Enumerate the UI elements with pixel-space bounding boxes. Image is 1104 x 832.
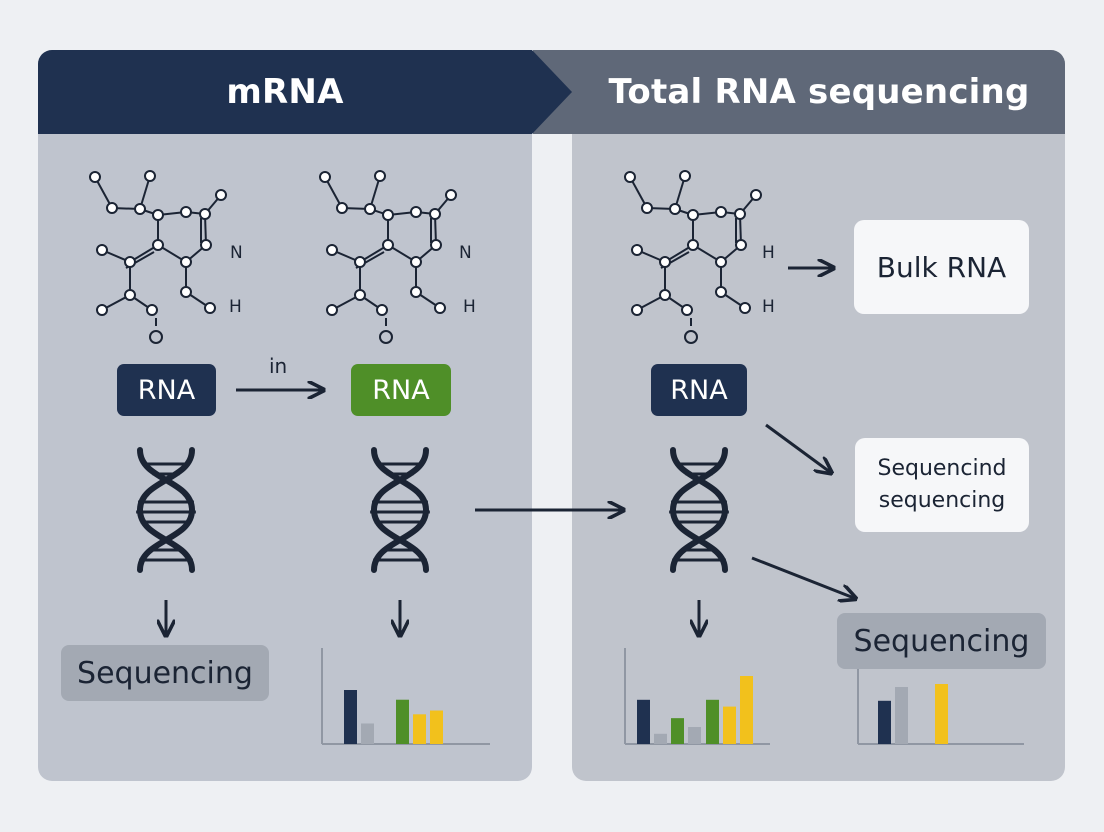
- bar-chart-left: [321, 648, 490, 745]
- chart-bar: [935, 684, 948, 744]
- rna-pill-label: RNA: [137, 374, 196, 406]
- molecule-structure-left: NH: [89, 170, 243, 344]
- bulk-rna-label: Bulk RNA: [876, 250, 1007, 284]
- atom-label: N: [459, 243, 472, 263]
- atom-label: H: [762, 297, 775, 317]
- chart-bar: [895, 687, 908, 744]
- bulk-rna-box: Bulk RNA: [854, 220, 1029, 314]
- header-chevron: [532, 50, 572, 134]
- bar-chart-right: [857, 666, 1024, 745]
- left-header-title: mRNA: [226, 72, 344, 112]
- dna-helix-icon: [669, 447, 729, 573]
- rna-pill-green: RNA: [351, 364, 451, 416]
- sequencing-box: Sequencind sequencing: [855, 438, 1029, 532]
- chart-bar: [688, 727, 701, 744]
- dna-helix-icon: [370, 447, 430, 573]
- sequencing-tag: Sequencing: [61, 645, 269, 701]
- sequencing-box-line-1: Sequencind: [877, 456, 1007, 481]
- chart-bar: [637, 699, 650, 744]
- chart-bar: [430, 710, 443, 744]
- chart-bar: [654, 733, 667, 744]
- chart-bar: [413, 714, 426, 744]
- atom-label: N: [230, 243, 243, 263]
- atom-label: H: [762, 243, 775, 263]
- chart-bar: [396, 699, 409, 744]
- bar-chart-middle: [624, 648, 770, 745]
- chart-bar: [723, 706, 736, 744]
- right-header-title: Total RNA sequencing: [608, 72, 1030, 112]
- sequencing-tag-label: Sequencing: [853, 623, 1030, 659]
- rna-pill-label: RNA: [670, 374, 728, 406]
- dna-helix-icon: [136, 447, 196, 573]
- chart-bar: [671, 718, 684, 744]
- chart-bar: [740, 676, 753, 744]
- sequencing-tag: Sequencing: [837, 613, 1046, 669]
- left-header: mRNA: [38, 50, 532, 134]
- molecule-structure-middle: NH: [319, 170, 476, 344]
- atom-label: H: [229, 297, 242, 317]
- diagonal-arrow-icon: [765, 423, 830, 472]
- sequencing-tag-label: Sequencing: [77, 655, 253, 691]
- right-header: Total RNA sequencing: [533, 50, 1065, 134]
- chart-bar: [361, 723, 374, 744]
- atom-label: H: [463, 297, 476, 317]
- sequencing-box-line-2: sequencing: [878, 488, 1006, 513]
- rna-pill: RNA: [651, 364, 747, 416]
- rna-pill: RNA: [117, 364, 216, 416]
- chart-bar: [344, 690, 357, 744]
- molecule-structure-right: HH: [624, 170, 775, 344]
- rna-pill-label: RNA: [372, 374, 430, 406]
- arrow-label: in: [269, 354, 288, 378]
- chart-bar: [878, 700, 891, 744]
- chart-bar: [706, 699, 719, 744]
- diagonal-arrow-icon: [751, 556, 854, 598]
